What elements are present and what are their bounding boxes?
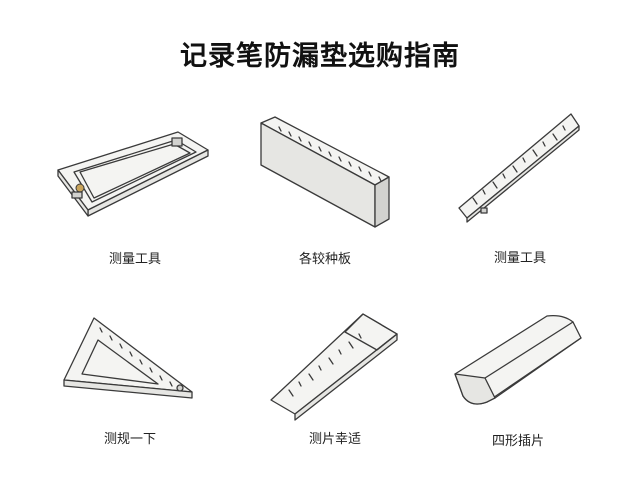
item-ruler[interactable]: 测量工具 bbox=[455, 112, 585, 266]
tray-illustration bbox=[57, 131, 209, 217]
item-angle-ruler[interactable]: 测片幸适 bbox=[265, 310, 405, 447]
item-label: 测量工具 bbox=[493, 251, 546, 266]
box-illustration bbox=[260, 116, 390, 228]
item-label: 测规一下 bbox=[103, 432, 156, 447]
item-tray[interactable]: 测量工具 bbox=[50, 120, 220, 267]
item-box[interactable]: 各较种板 bbox=[255, 115, 395, 267]
item-label: 测片幸适 bbox=[308, 432, 361, 447]
ruler-illustration bbox=[458, 113, 580, 223]
item-label: 各较种板 bbox=[298, 252, 351, 267]
page-title: 记录笔防漏垫选购指南 bbox=[180, 41, 460, 72]
item-label: 测量工具 bbox=[108, 252, 161, 267]
folded-pad-illustration bbox=[454, 314, 582, 405]
triangle-illustration bbox=[63, 317, 193, 399]
item-triangle[interactable]: 测规一下 bbox=[60, 310, 200, 447]
item-folded-pad[interactable]: 四形插片 bbox=[445, 312, 590, 449]
item-label: 四形插片 bbox=[491, 434, 544, 449]
angle-ruler-illustration bbox=[270, 313, 398, 421]
